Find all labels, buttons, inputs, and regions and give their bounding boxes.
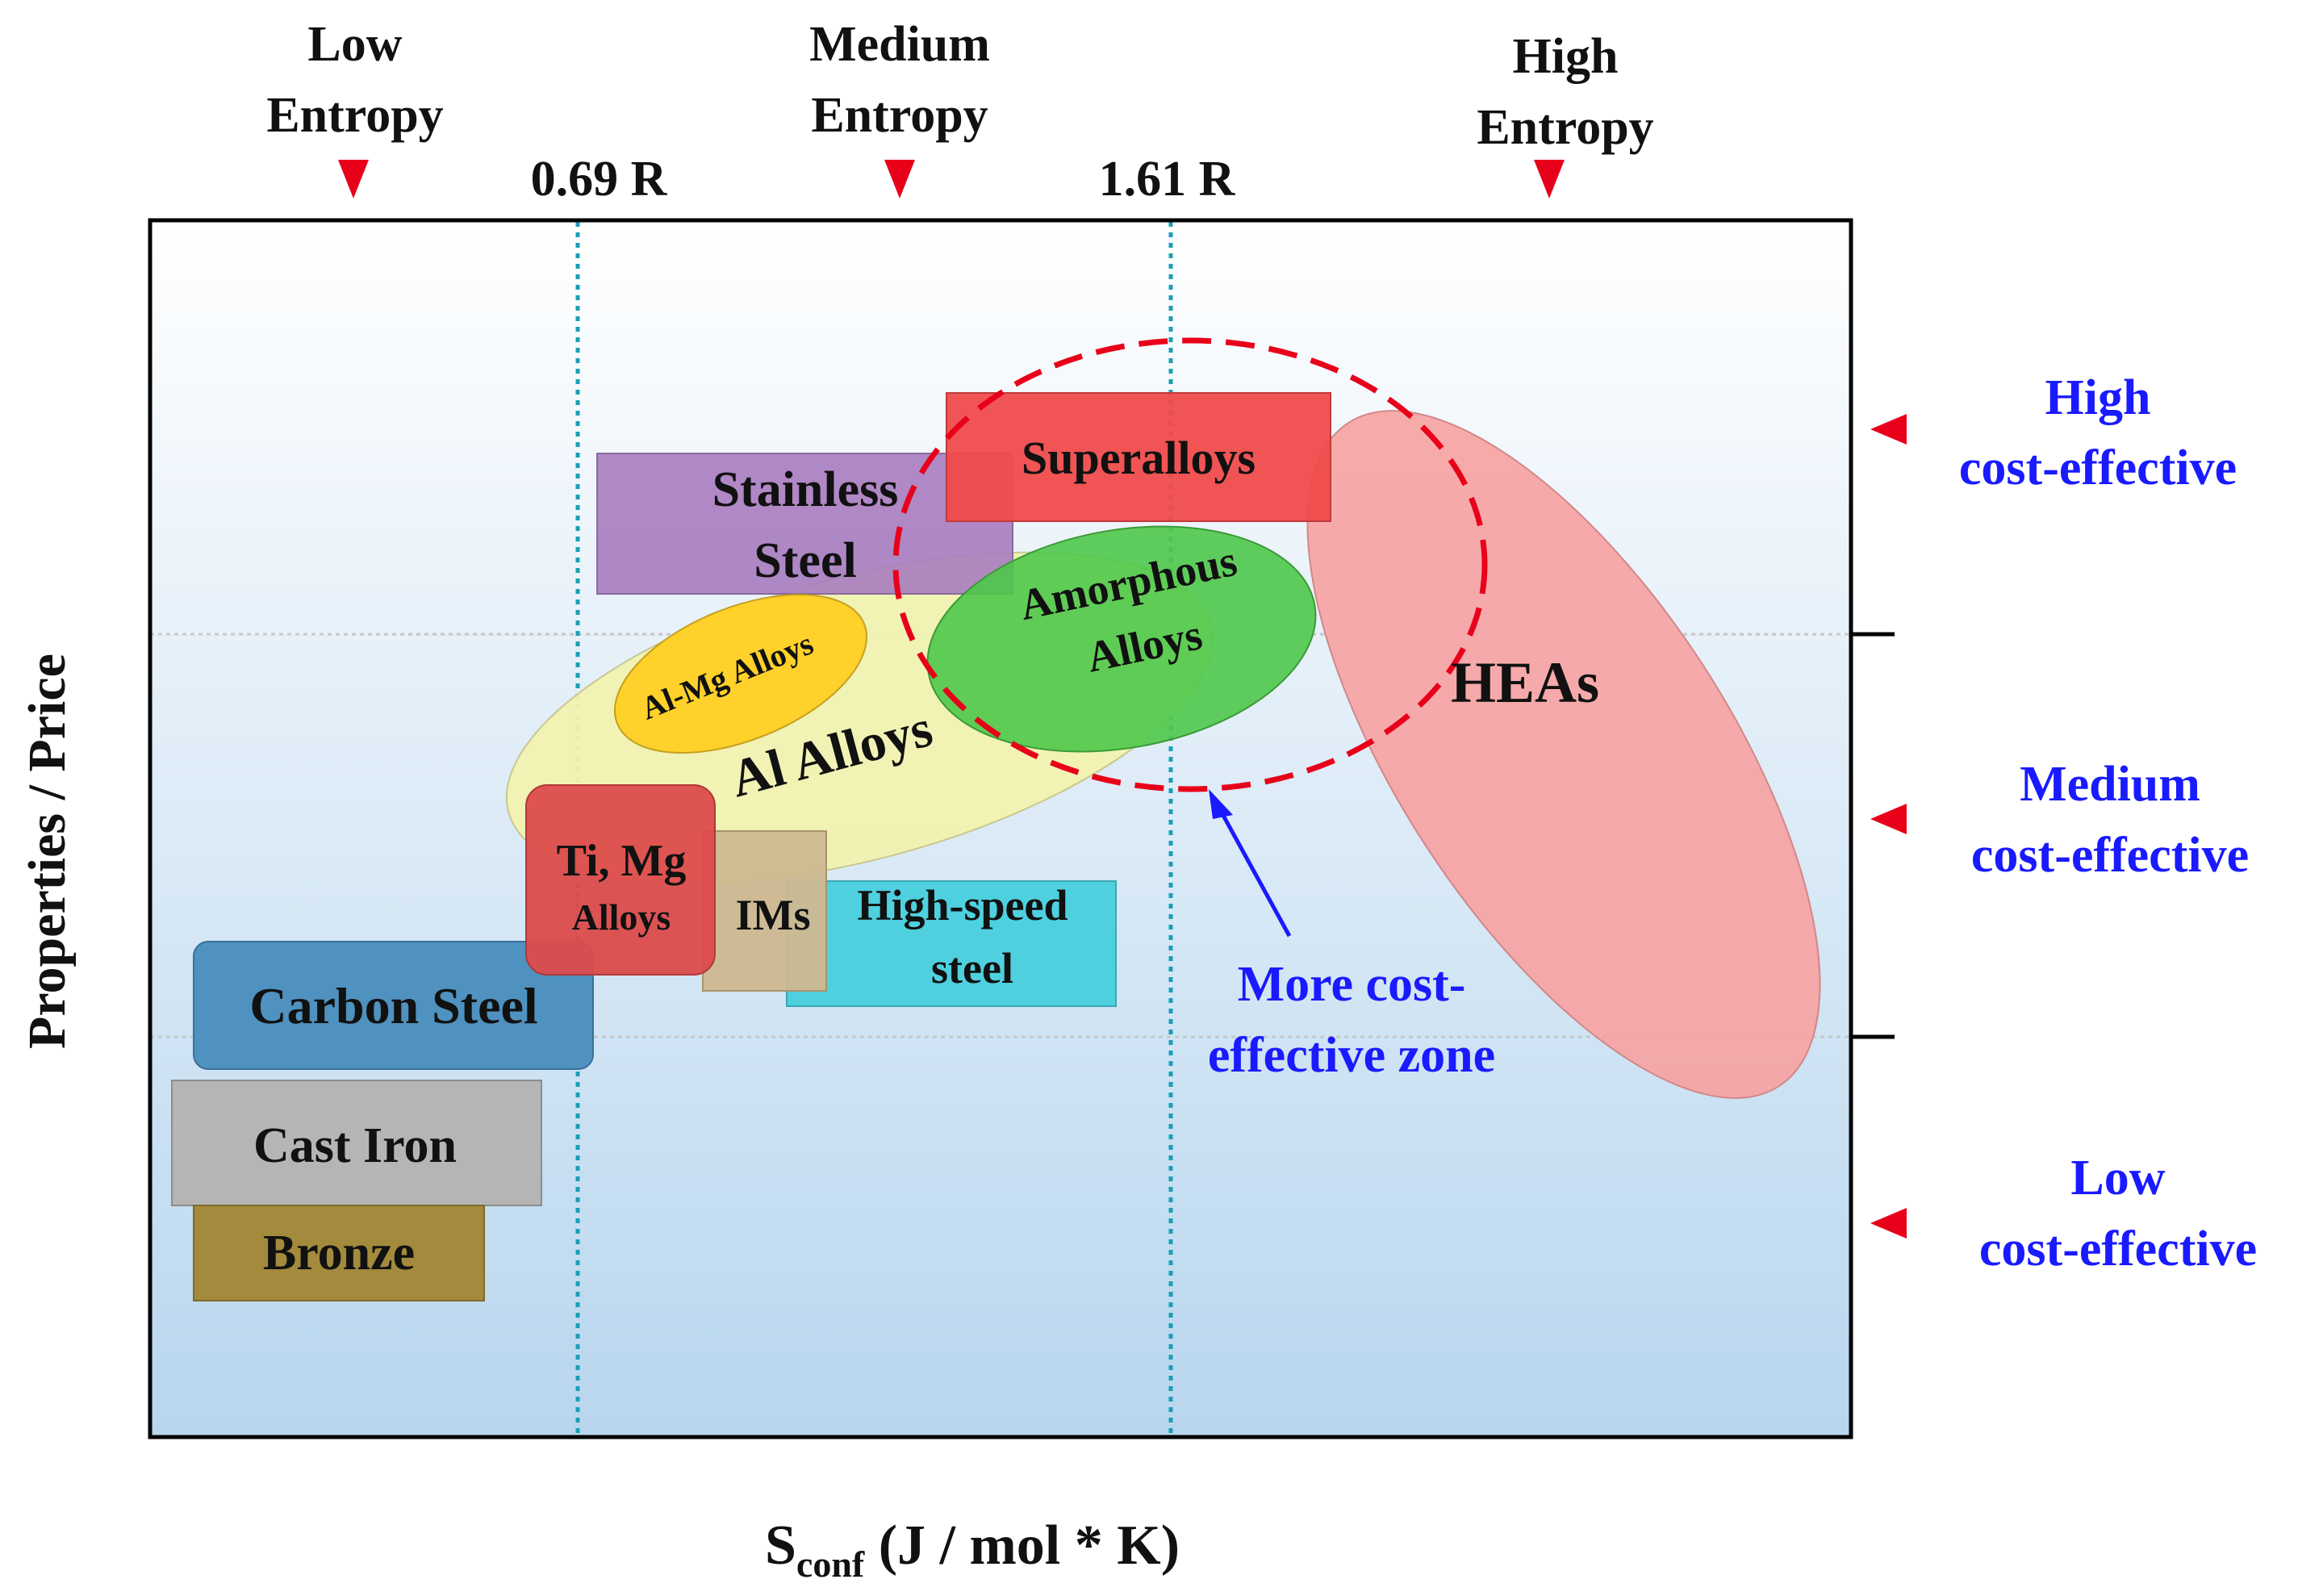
stainless-steel-region (596, 453, 1013, 595)
zone-annotation-line1: More cost- (1238, 957, 1466, 1012)
zone-arrow-shaft (1214, 802, 1292, 938)
x-axis-unit: (J / mol * K) (864, 1515, 1180, 1577)
high-entropy-label-line1: High (1513, 29, 1619, 84)
plot-border (148, 218, 1853, 1439)
high-entropy-marker-icon (1534, 160, 1565, 198)
low-cost-marker-icon (1870, 1208, 1907, 1239)
medium-entropy-label-line2: Entropy (811, 88, 988, 143)
high-speed-steel-label-line2: steel (931, 944, 1013, 992)
low-entropy-label-line1: Low (307, 17, 402, 72)
stainless-steel-label-line2: Steel (754, 533, 856, 588)
superalloys-region (946, 392, 1331, 522)
threshold-label-069r: 0.69 R (531, 152, 668, 207)
cost-effective-zone-boundary (892, 337, 1488, 792)
medium-cost-marker-icon (1870, 804, 1907, 834)
heas-label: HEAs (1451, 650, 1599, 715)
low-cost-effective-line2: cost-effective (1979, 1222, 2257, 1276)
threshold-label-161r: 1.61 R (1099, 152, 1236, 207)
high-cost-marker-icon (1870, 414, 1907, 445)
x-axis-subscript: conf (796, 1544, 865, 1585)
high-entropy-label-line2: Entropy (1477, 100, 1653, 155)
high-speed-steel-label-line1: High-speed (857, 881, 1068, 930)
medium-entropy-marker-icon (884, 160, 915, 198)
low-entropy-marker-icon (338, 160, 369, 198)
carbon-steel-label: Carbon Steel (249, 977, 537, 1034)
medium-cost-effective-line1: Medium (2020, 757, 2200, 812)
zone-annotation-line2: effective zone (1208, 1028, 1495, 1083)
medium-cost-effective-line2: cost-effective (1971, 828, 2249, 883)
ims-region (702, 830, 827, 992)
cast-iron-region (171, 1080, 542, 1206)
low-cost-effective-line1: Low (2070, 1151, 2165, 1205)
ti-mg-label-line2: Alloys (572, 896, 671, 938)
bronze-label: Bronze (263, 1226, 415, 1281)
high-cost-effective-line1: High (2045, 370, 2151, 425)
zone-arrow-head-icon (1209, 789, 1233, 819)
heas-region (1306, 410, 1821, 1099)
al-mg-alloys-region (613, 594, 868, 754)
bronze-region (193, 1205, 485, 1301)
cast-iron-label: Cast Iron (253, 1118, 457, 1173)
carbon-steel-region (193, 941, 594, 1070)
stainless-steel-label-line1: Stainless (712, 462, 899, 517)
superalloys-label: Superalloys (1022, 432, 1256, 484)
ti-mg-label-line1: Ti, Mg (557, 836, 687, 886)
low-entropy-label-line2: Entropy (266, 88, 443, 143)
y-axis-label: Properties / Price (18, 654, 77, 1049)
x-axis-symbol: S (765, 1515, 796, 1577)
ti-mg-alloys-region (525, 784, 716, 976)
amorphous-alloys-region (926, 525, 1317, 753)
high-cost-effective-line2: cost-effective (1959, 441, 2237, 495)
medium-entropy-label-line1: Medium (809, 17, 990, 72)
ims-label: IMs (736, 891, 811, 939)
x-axis-label: Sconf (J / mol * K) (765, 1515, 1180, 1585)
